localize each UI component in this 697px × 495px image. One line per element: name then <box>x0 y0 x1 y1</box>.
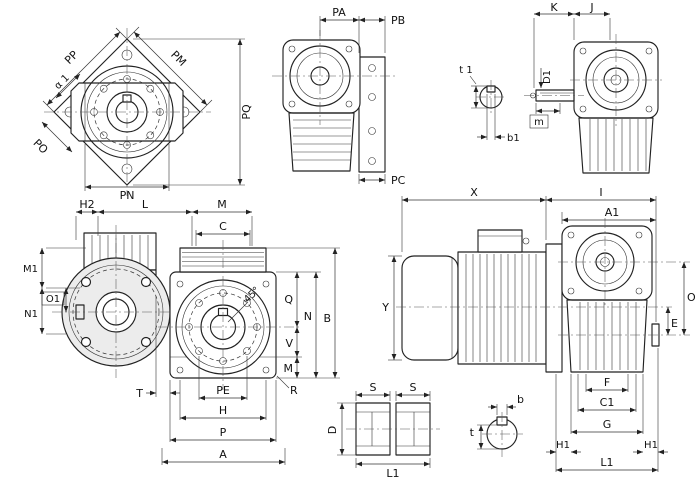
key-section-geometry <box>482 412 523 457</box>
dim-label-o: O <box>687 291 696 304</box>
gearbox-front-dimensions: PA PB PC <box>319 6 406 187</box>
dim-label-m: m <box>534 117 544 128</box>
dim-label-s-right: S <box>410 381 417 394</box>
dim-label-k: K <box>550 1 558 14</box>
dim-label-m-right: M <box>284 362 294 375</box>
motor-assembly-dimensions: X I A1 Y O E F C1 G H1 H1 L1 <box>381 186 696 473</box>
dim-label-pe: PE <box>216 384 230 397</box>
dim-label-o1: O1 <box>46 294 60 305</box>
dim-label-c: C <box>219 220 227 233</box>
dim-label-h1-left: H1 <box>556 440 570 451</box>
dim-label-pa: PA <box>332 6 346 19</box>
dim-label-e: E <box>671 317 678 330</box>
fan-cowl <box>401 255 459 361</box>
gearbox-front-geometry <box>272 30 398 173</box>
motor-fins <box>465 254 537 362</box>
dim-label-pq: PQ <box>240 104 253 120</box>
hollow-shaft-geometry <box>346 402 440 456</box>
gearbox-input-dimensions: K J t 1 b1 D1 m <box>459 1 611 144</box>
dim-label-r: R <box>290 384 298 397</box>
motor-body <box>457 251 547 365</box>
view-square-flange: PP PM α 1 PQ PN PO <box>30 26 253 202</box>
dim-label-key-b: b <box>517 393 524 406</box>
dim-label-t: T <box>135 387 143 400</box>
dim-label-c1: C1 <box>600 396 615 409</box>
dim-label-x: X <box>470 186 478 199</box>
finned-body <box>566 299 648 373</box>
view-key-section: b t <box>470 393 524 457</box>
dim-label-pb: PB <box>391 14 405 27</box>
dim-label-l: L <box>142 198 149 211</box>
dim-label-f: F <box>604 376 610 389</box>
motor-flange-adapter <box>545 243 563 373</box>
view-output-front: 45° C Q V M N B R PE H P <box>158 220 340 465</box>
finned-body <box>578 117 654 174</box>
side-flange-dimensions: H2 L M M1 N1 O1 T <box>23 198 253 400</box>
flange-plate <box>358 56 386 173</box>
dim-label-q: Q <box>284 293 293 306</box>
gearbox-input-geometry <box>476 34 662 174</box>
output-front-geometry: 45° <box>158 240 300 390</box>
dim-label-s-left: S <box>370 381 377 394</box>
view-side-flange: H2 L M M1 N1 O1 T <box>23 198 253 400</box>
dim-label-pp: PP <box>62 48 81 67</box>
dim-label-key-t: t <box>470 426 475 439</box>
dim-label-b: B <box>323 312 331 325</box>
dim-label-m-top: M <box>217 198 227 211</box>
dim-label-n1: N1 <box>24 309 38 320</box>
dim-label-g: G <box>603 418 612 431</box>
cooling-fins <box>579 302 637 370</box>
dim-label-pn: PN <box>120 189 135 202</box>
key-section-dimensions: b t <box>470 393 524 450</box>
dim-label-j: J <box>589 1 593 14</box>
terminal-box <box>477 229 523 253</box>
dim-label-v: V <box>285 337 293 350</box>
dim-label-d: D <box>326 426 339 434</box>
dim-label-a: A <box>219 448 227 461</box>
dim-label-h: H <box>219 404 227 417</box>
dim-label-l1-shaft: L1 <box>386 467 399 480</box>
hollow-shaft-dimensions: S S D L1 <box>326 381 431 480</box>
dim-label-i: I <box>599 186 602 199</box>
side-flange-geometry <box>52 225 182 378</box>
view-motor-assembly: X I A1 Y O E F C1 G H1 H1 L1 <box>381 186 696 473</box>
output-front-dimensions: C Q V M N B R PE H P A <box>161 220 340 465</box>
dim-label-d1: D1 <box>542 70 553 84</box>
dim-label-y: Y <box>381 301 389 314</box>
dim-label-p: P <box>220 426 227 439</box>
dim-label-pc: PC <box>391 174 406 187</box>
dim-label-pm: PM <box>168 48 189 69</box>
dim-label-t1: t 1 <box>459 65 472 76</box>
view-gearbox-front: PA PB PC <box>272 6 406 187</box>
dim-label-po: PO <box>30 137 50 157</box>
dim-label-h2: H2 <box>79 198 94 211</box>
cable-gland <box>522 237 530 245</box>
dim-label-l1-assembly: L1 <box>600 456 613 469</box>
dim-label-alpha1: α 1 <box>53 73 72 92</box>
cooling-fins <box>589 119 647 171</box>
square-flange-dimensions: PP PM α 1 PQ PN PO <box>30 26 253 202</box>
dim-label-h1-right: H1 <box>644 440 658 451</box>
view-hollow-shaft: S S D L1 <box>326 381 440 480</box>
motor-geometry <box>396 218 690 373</box>
dim-label-n: N <box>304 310 312 323</box>
dim-label-a1: A1 <box>605 206 620 219</box>
dim-label-b1: b1 <box>507 133 520 144</box>
view-gearbox-input: K J t 1 b1 D1 m <box>459 1 662 174</box>
finned-body <box>288 112 355 172</box>
dim-label-m1: M1 <box>23 264 38 275</box>
cooling-fins <box>293 119 351 161</box>
